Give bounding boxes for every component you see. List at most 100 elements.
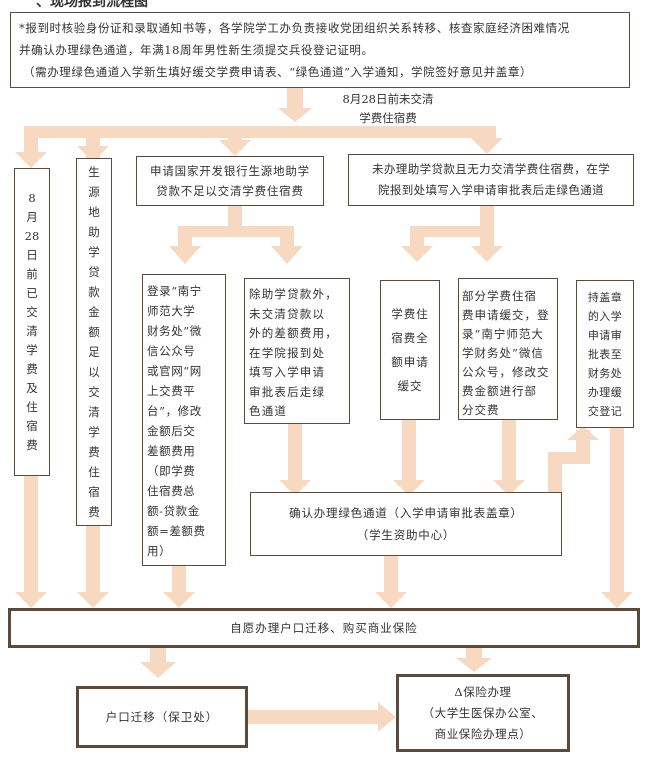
finance-register-line: 办理缓 [587, 385, 623, 399]
cdb-loan-line-2: 贷款不足以交清学费住宿费 [156, 184, 304, 198]
partial-deferral-line: 部分学费住宿 [462, 289, 537, 303]
partial-deferral-box: 部分学费住宿费申请缓交，登录“南宁师范大学财务处”微信公众号，修改交费金额进行部… [458, 278, 558, 420]
difference-green-line: 未交清贷款以 [249, 306, 326, 321]
full-deferral-line: 额申请 [391, 355, 429, 369]
wechat-pay-line: 额-贷款金 [147, 504, 200, 518]
wechat-pay-line: 信公众号 [147, 344, 196, 358]
finance-register-line: 批表至 [587, 347, 623, 361]
note-unpaid: 8月28日前未交清 学费住宿费 [318, 90, 458, 128]
loan-sufficient-char: 金 [88, 305, 100, 319]
finance-deferral-registration-box: 持盖章的入学申请审批表至财务处办理缓交登记 [576, 280, 634, 428]
wechat-pay-difference-box: 登录“南宁师范大学财务处”微信公众号或官网“网上交费平台”，修改金额后交差额费用… [142, 274, 226, 566]
difference-green-line: 外的差额费用， [249, 326, 338, 340]
full-deferral-line: 学费住 [391, 307, 429, 321]
arrow-split-bar [24, 126, 496, 138]
loan-sufficient-char: 交 [88, 385, 100, 399]
difference-green-line: 填写入学申请 [249, 365, 326, 379]
full-deferral-line: 缓交 [397, 379, 423, 393]
wechat-pay-line: 台”，修改 [147, 404, 202, 418]
cdb-loan-line-1: 申请国家开发银行生源地助学 [150, 164, 310, 178]
wechat-pay-line: 金额后交 [147, 424, 196, 438]
partial-deferral-line: 费申请缓交，登 [462, 308, 550, 322]
header-line-3: （需办理绿色通道入学新生填好缓交学费申请表、“绿色通道”入学通知，学院签好意见并… [23, 65, 533, 79]
confirm-green-channel-box: 确认办理绿色通道（入学申请审批表盖章） （学生资助中心） [250, 492, 562, 556]
paid-before-deadline-char: 费 [26, 438, 38, 452]
wechat-pay-line: 师范大学 [147, 304, 196, 318]
loan-sufficient-char: 足 [88, 345, 100, 359]
wechat-pay-line: 财务处”微 [147, 324, 202, 338]
wechat-pay-line: 用） [147, 544, 172, 558]
hukou-transfer-box: 户口迁移（保卫处） [76, 686, 248, 748]
arrow-header-down [287, 88, 303, 112]
loan-sufficient-box: 生源地助学贷款金额足以交清学费住宿费 [76, 158, 112, 526]
loan-sufficient-char: 宿 [88, 485, 100, 499]
loan-sufficient-char: 学 [88, 245, 100, 259]
wechat-pay-line: 登录“南宁 [147, 284, 202, 298]
loan-sufficient-char: 助 [88, 225, 100, 239]
paid-before-deadline-char: 费 [26, 362, 38, 376]
finance-register-line: 交登记 [587, 404, 623, 418]
finance-register-line: 的入学 [587, 309, 623, 323]
full-deferral-box: 学费住宿费全额申请缓交 [380, 280, 440, 420]
note-unpaid-line-1: 8月28日前未交清 [342, 92, 434, 106]
loan-sufficient-char: 生 [88, 165, 100, 179]
difference-green-line: 色通道 [249, 404, 288, 418]
no-loan-unable-to-pay-box: 未办理助学贷款且无力交清学费住宿费，在学 院报到处填写入学申请审批表后走绿色通道 [348, 154, 634, 206]
voluntary-hukou-insurance-box: 自愿办理户口迁移、购买商业保险 [8, 608, 640, 648]
finance-register-line: 财务处 [587, 366, 623, 380]
partial-deferral-line: 学财务处”微信 [462, 346, 544, 360]
loan-sufficient-char: 额 [88, 325, 100, 339]
cdb-loan-insufficient-box: 申请国家开发银行生源地助学 贷款不足以交清学费住宿费 [136, 156, 324, 206]
partial-deferral-line: 公众号，修改交 [462, 365, 550, 379]
paid-before-deadline-char: 日 [26, 248, 38, 262]
no-loan-line-1: 未办理助学贷款且无力交清学费住宿费，在学 [372, 162, 610, 176]
note-unpaid-line-2: 学费住宿费 [359, 111, 417, 125]
wechat-pay-line: （即学费 [147, 464, 196, 478]
loan-sufficient-char: 贷 [88, 265, 100, 279]
paid-before-deadline-char: 月 [26, 210, 38, 224]
finance-register-line: 持盖章 [587, 290, 623, 304]
full-deferral-line: 宿费全 [391, 331, 429, 345]
partial-deferral-line: 费金额进行部 [462, 384, 537, 398]
page-title: 、现场报到流程图 [36, 0, 148, 10]
paid-before-deadline-char: 宿 [26, 419, 38, 433]
insurance-line-3: 商业保险办理点） [434, 726, 532, 741]
difference-green-line: 除助学贷款外， [249, 287, 338, 301]
paid-before-deadline-char: 学 [26, 343, 38, 357]
header-requirements-box: *报到时核验身份证和录取通知书等，各学院学工办负责接收党团组织关系转移、核查家庭… [10, 12, 630, 88]
loan-sufficient-char: 以 [88, 365, 100, 379]
loan-sufficient-char: 地 [88, 205, 100, 219]
loan-sufficient-char: 清 [88, 405, 100, 419]
loan-sufficient-char: 源 [88, 185, 100, 199]
paid-before-deadline-char: 住 [26, 400, 38, 414]
difference-green-line: 审批表后走绿 [249, 384, 326, 399]
loan-sufficient-char: 住 [88, 465, 100, 479]
insurance-line-2: （大学生医保办公室、 [422, 705, 544, 720]
confirm-green-line-1: 确认办理绿色通道（入学申请审批表盖章） [289, 506, 523, 520]
header-line-2: 并确认办理绿色通道，年满18周年男性新生须提交兵役登记证明。 [19, 43, 374, 57]
wechat-pay-line: 住宿费总 [147, 484, 196, 498]
partial-deferral-line: 分交费 [462, 403, 500, 417]
paid-before-deadline-char: 已 [26, 286, 38, 300]
paid-before-deadline-char: 及 [26, 381, 38, 395]
difference-green-channel-box: 除助学贷款外， 未交清贷款以外的差额费用， 在学院报到处填写入学申请审批表后走绿色通… [244, 278, 350, 424]
wechat-pay-line: 额=差额费 [147, 524, 206, 538]
paid-before-deadline-char: 8 [28, 191, 36, 205]
insurance-line-1: Δ保险办理 [454, 684, 512, 699]
wechat-pay-line: 或官网“网 [147, 364, 202, 378]
finance-register-line: 申请审 [587, 328, 623, 342]
header-line-1: *报到时核验身份证和录取通知书等，各学院学工办负责接收党团组织关系转移、核查家庭… [19, 21, 570, 35]
paid-before-deadline-char: 28 [24, 229, 40, 243]
partial-deferral-line: 录“南宁师范大 [462, 327, 544, 341]
difference-green-line: 在学院报到处 [249, 345, 326, 360]
wechat-pay-line: 上交费平 [147, 384, 196, 398]
wechat-pay-line: 差额费用 [147, 444, 196, 458]
loan-sufficient-char: 学 [88, 425, 100, 439]
confirm-green-line-2: （学生资助中心） [356, 528, 456, 542]
paid-before-deadline-char: 交 [26, 305, 38, 319]
loan-sufficient-char: 费 [88, 505, 100, 519]
insurance-box: Δ保险办理 （大学生医保办公室、 商业保险办理点） [396, 674, 570, 752]
paid-before-deadline-char: 前 [26, 267, 38, 281]
